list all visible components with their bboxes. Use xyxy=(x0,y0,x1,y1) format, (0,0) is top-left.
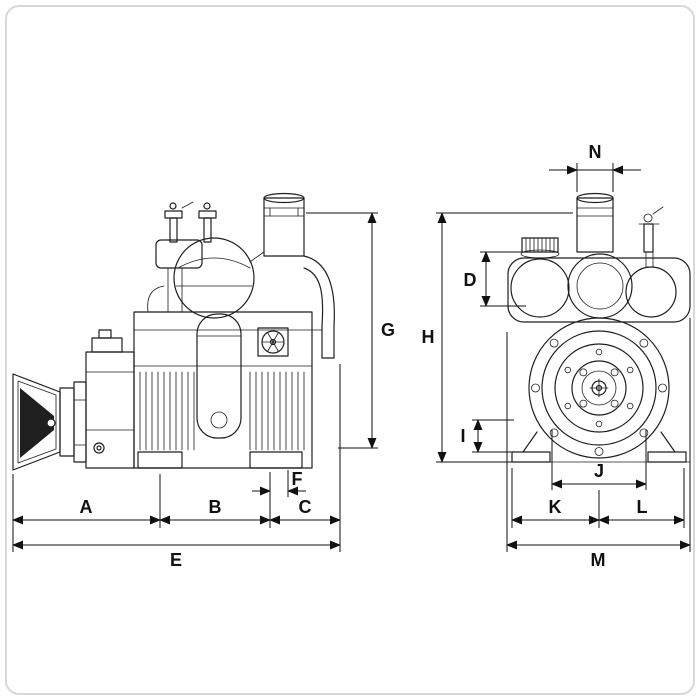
dimension-a: A xyxy=(12,497,161,525)
dimension-k: K xyxy=(511,468,600,528)
dimension-h: H xyxy=(422,212,573,463)
dim-label-h: H xyxy=(422,327,435,347)
dim-label-k: K xyxy=(549,497,562,517)
dim-label-g: G xyxy=(381,320,395,340)
dim-label-e: E xyxy=(170,550,182,570)
side-view xyxy=(12,192,335,471)
dim-label-a: A xyxy=(80,497,93,517)
dim-label-n: N xyxy=(589,142,602,162)
dimension-m: M xyxy=(506,318,691,570)
dimension-i: I xyxy=(460,419,514,453)
dimension-n: N xyxy=(549,142,641,192)
dim-label-d: D xyxy=(464,270,477,290)
dimension-j: J xyxy=(551,430,647,490)
dim-label-c: C xyxy=(299,497,312,517)
dim-label-m: M xyxy=(591,550,606,570)
dim-label-i: I xyxy=(460,426,465,446)
dim-label-b: B xyxy=(209,497,222,517)
dimension-d: D xyxy=(464,251,526,307)
dimension-b: B xyxy=(159,497,271,525)
dimension-annotations: A B C E F G xyxy=(12,142,691,570)
dim-label-f: F xyxy=(292,469,303,489)
dimension-g: G xyxy=(306,212,395,449)
dimension-l: L xyxy=(598,468,685,528)
dimension-f: F xyxy=(252,469,306,496)
dim-label-j: J xyxy=(594,461,604,481)
front-view xyxy=(507,192,691,463)
dimension-e: E xyxy=(12,540,341,570)
dimension-c: C xyxy=(269,497,341,525)
dim-label-l: L xyxy=(637,497,648,517)
